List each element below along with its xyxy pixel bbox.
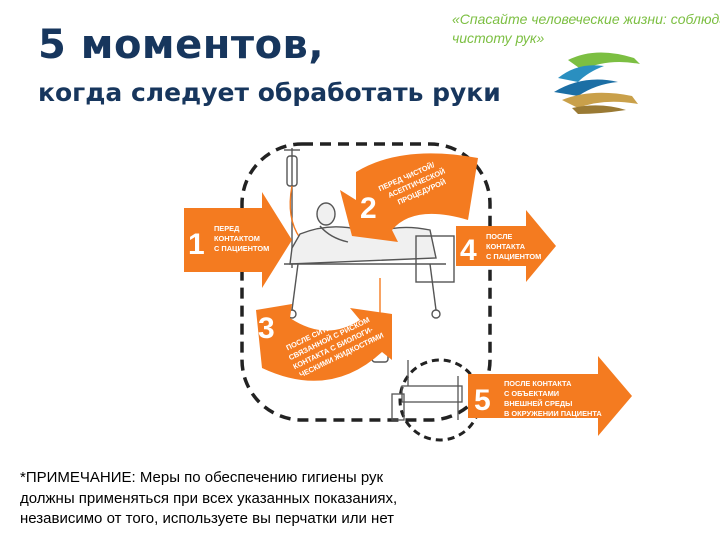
moment-5: 5 ПОСЛЕ КОНТАКТА С ОБЪЕКТАМИ ВНЕШНЕЙ СРЕ… (468, 356, 632, 436)
slogan-line-2: чистоту рук» (452, 30, 545, 46)
slogan: «Спасайте человеческие жизни: соблюдайте… (452, 10, 720, 48)
moment-2: 2 ПЕРЕД ЧИСТОЙ/ АСЕПТИЧЕСКОЙ ПРОЦЕДУРОЙ (340, 153, 478, 242)
note-line-1: *ПРИМЕЧАНИЕ: Меры по обеспечению гигиены… (20, 469, 384, 486)
patient-zone-boundary (240, 142, 492, 422)
note: *ПРИМЕЧАНИЕ: Меры по обеспечению гигиены… (20, 468, 440, 530)
hands-waves-logo-icon (554, 52, 640, 114)
moment-1-line-2: КОНТАКТОМ (214, 234, 260, 243)
note-line-3: независимо от того, используете вы перча… (20, 510, 395, 527)
moment-4-number: 4 (460, 234, 477, 267)
moment-3-number: 3 (258, 312, 275, 345)
moment-4-label: ПОСЛЕ КОНТАКТА С ПАЦИЕНТОМ (486, 232, 541, 261)
moment-3-arrow (256, 304, 392, 381)
moment-1-arrow (184, 192, 292, 288)
moment-3: 3 ПОСЛЕ СИТУАЦИИ, СВЯЗАННОЙ С РИСКОМ КОН… (256, 304, 392, 381)
moment-5-label: ПОСЛЕ КОНТАКТА С ОБЪЕКТАМИ ВНЕШНЕЙ СРЕДЫ… (504, 379, 602, 418)
moment-1-number: 1 (188, 228, 205, 261)
moment-4-line-1: ПОСЛЕ (486, 232, 512, 241)
moment-4: 4 ПОСЛЕ КОНТАКТА С ПАЦИЕНТОМ (456, 210, 556, 282)
moment-2-number: 2 (360, 192, 377, 225)
moment-2-arrow (340, 153, 478, 242)
patient-bed-illustration (284, 148, 455, 363)
moment-5-line-2: С ОБЪЕКТАМИ (504, 389, 559, 398)
page-subtitle: когда следует обработать руки (38, 78, 501, 107)
bedside-table-illustration (391, 360, 463, 421)
moment-5-number: 5 (474, 384, 491, 417)
moment-1: 1 ПЕРЕД КОНТАКТОМ С ПАЦИЕНТОМ (184, 192, 292, 288)
page-title: 5 моментов, (38, 22, 325, 68)
moment-4-line-3: С ПАЦИЕНТОМ (486, 252, 541, 261)
moment-4-arrow (456, 210, 556, 282)
slogan-line-1: «Спасайте человеческие жизни: соблюдайте (452, 11, 720, 27)
moment-1-label: ПЕРЕД КОНТАКТОМ С ПАЦИЕНТОМ (214, 224, 269, 253)
note-line-2: должны применяться при всех указанных по… (20, 489, 398, 507)
moment-5-line-4: В ОКРУЖЕНИИ ПАЦИЕНТА (504, 409, 602, 418)
moment-4-line-2: КОНТАКТА (486, 242, 526, 251)
moment-5-arrow (468, 356, 632, 436)
five-moments-diagram: 1 ПЕРЕД КОНТАКТОМ С ПАЦИЕНТОМ 2 ПЕРЕД ЧИ… (184, 142, 632, 442)
moment-5-line-3: ВНЕШНЕЙ СРЕДЫ (504, 399, 572, 408)
moment-5-line-1: ПОСЛЕ КОНТАКТА (504, 379, 572, 388)
moment-1-line-3: С ПАЦИЕНТОМ (214, 244, 269, 253)
moment-1-line-1: ПЕРЕД (214, 224, 240, 233)
